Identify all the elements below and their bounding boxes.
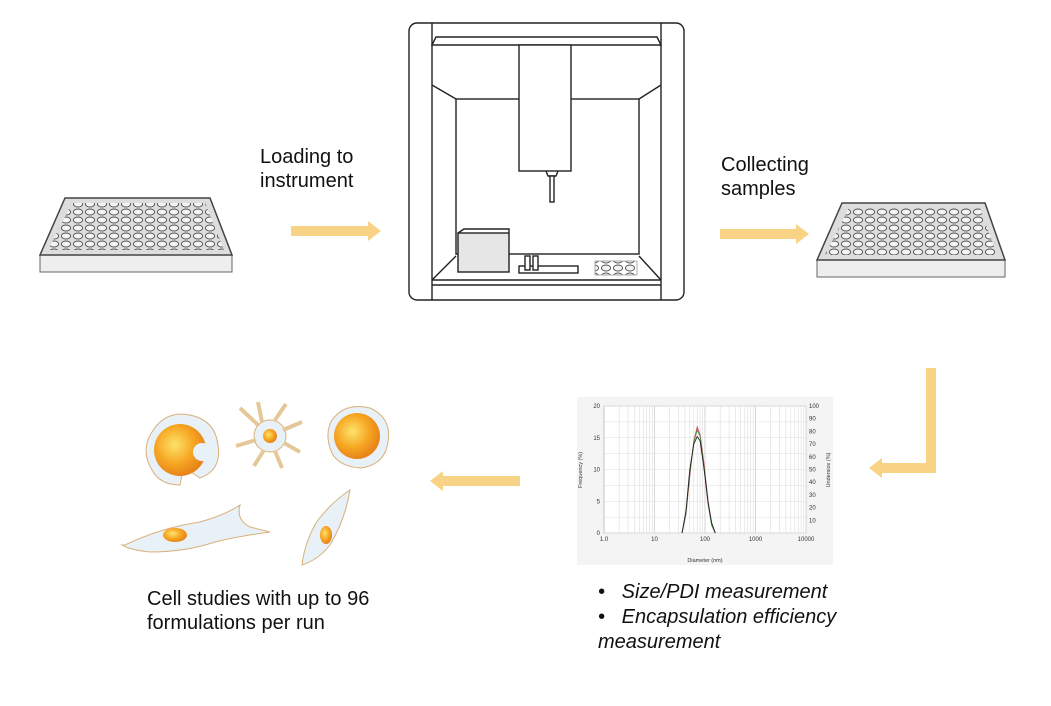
well-plate-output-icon: [815, 202, 1007, 278]
bullet-text: measurement: [598, 631, 721, 653]
y-right-tick-label: 50: [809, 468, 816, 474]
arrow-right-icon: [291, 221, 381, 241]
x-axis-label: Diameter (nm): [687, 558, 722, 564]
y-axis-label: Frequency (%): [578, 452, 584, 488]
cell-studies-line: Cell studies with up to 96: [147, 588, 370, 610]
y-tick-label: 10: [593, 468, 600, 474]
loading-label-line: instrument: [260, 170, 354, 192]
y-axis-right-label: Undersize (%): [826, 452, 832, 487]
arrow-right-icon: [720, 224, 809, 244]
y-tick-label: 15: [593, 436, 600, 442]
y-right-tick-label: 60: [809, 455, 816, 461]
y-tick-label: 20: [593, 404, 600, 410]
arrows: [291, 221, 936, 491]
loading-label-line: Loading to: [260, 146, 354, 168]
cell-studies-label: Cell studies with up to 96 formulations …: [147, 587, 369, 635]
y-right-tick-label: 100: [809, 404, 820, 410]
y-right-tick-label: 90: [809, 417, 816, 423]
collecting-label-line: samples: [721, 178, 796, 200]
arrow-left-icon: [430, 471, 520, 491]
collecting-label-line: Collecting: [721, 154, 809, 176]
y-right-tick-label: 20: [809, 506, 816, 512]
bullet-text: Size/PDI measurement: [621, 581, 828, 603]
cell-studies-line: formulations per run: [147, 612, 325, 634]
y-right-tick-label: 30: [809, 493, 816, 499]
y-tick-label: 5: [597, 499, 601, 505]
y-right-tick-label: 70: [809, 442, 816, 448]
x-tick-label: 1000: [749, 537, 763, 543]
cell-icon: [301, 488, 351, 566]
loading-label: Loading to instrument: [260, 145, 353, 193]
y-right-tick-label: 10: [809, 518, 816, 524]
well-plate-input-icon: [38, 197, 234, 273]
cell-icon: [120, 503, 271, 553]
bullet-item: • Encapsulation efficiency: [598, 606, 837, 628]
cell-icon: [327, 406, 390, 469]
y-right-tick-label: 40: [809, 480, 816, 486]
x-tick-label: 1.0: [600, 537, 609, 543]
y-right-tick-label: 80: [809, 429, 816, 435]
size-distribution-chart: 1.0 10 100 1000 10000 0 5 10 15 20 10 20 30 40 50 60 70 8…: [577, 397, 833, 565]
series-line-run3: [681, 435, 716, 534]
arrow-elbow-icon: [869, 368, 936, 478]
collecting-label: Collecting samples: [721, 153, 809, 201]
measurement-bullets: • Size/PDI measurement • Encapsulation e…: [598, 580, 836, 655]
x-tick-label: 10000: [798, 537, 815, 543]
cells-illustration: [120, 401, 390, 566]
bullet-item: • Size/PDI measurement: [598, 581, 828, 603]
x-tick-label: 10: [651, 537, 658, 543]
bullet-text: Encapsulation efficiency: [621, 606, 837, 628]
liquid-handler-instrument-icon: [408, 22, 685, 301]
x-tick-label: 100: [700, 537, 711, 543]
y-tick-label: 0: [597, 531, 601, 537]
cell-icon: [235, 401, 303, 469]
